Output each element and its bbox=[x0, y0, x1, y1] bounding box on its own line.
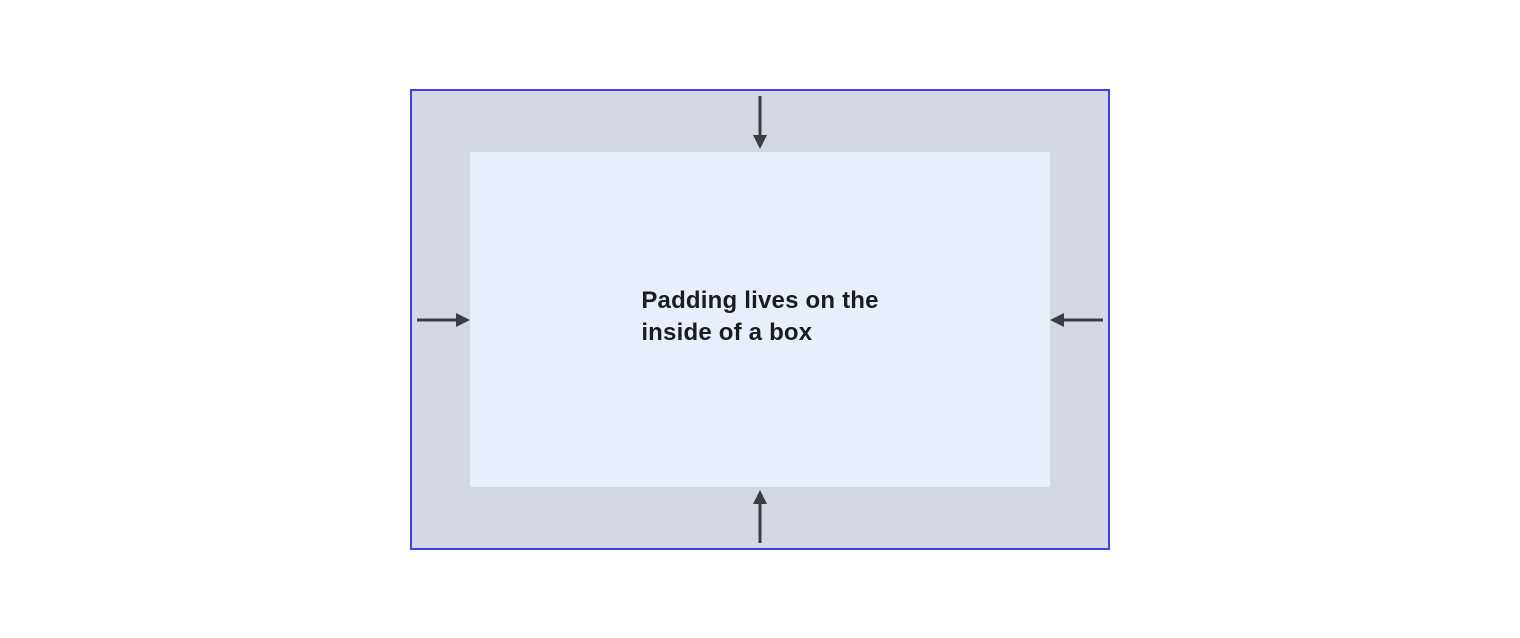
arrow-left-icon bbox=[1050, 312, 1103, 327]
arrow-up-icon bbox=[753, 490, 767, 543]
padding-label: Padding lives on the inside of a box bbox=[641, 286, 879, 346]
arrow-down-icon bbox=[753, 96, 767, 149]
inner-box: Padding lives on the inside of a box bbox=[470, 152, 1050, 487]
arrow-right-icon bbox=[417, 312, 470, 327]
outer-box: Padding lives on the inside of a box bbox=[410, 89, 1110, 550]
